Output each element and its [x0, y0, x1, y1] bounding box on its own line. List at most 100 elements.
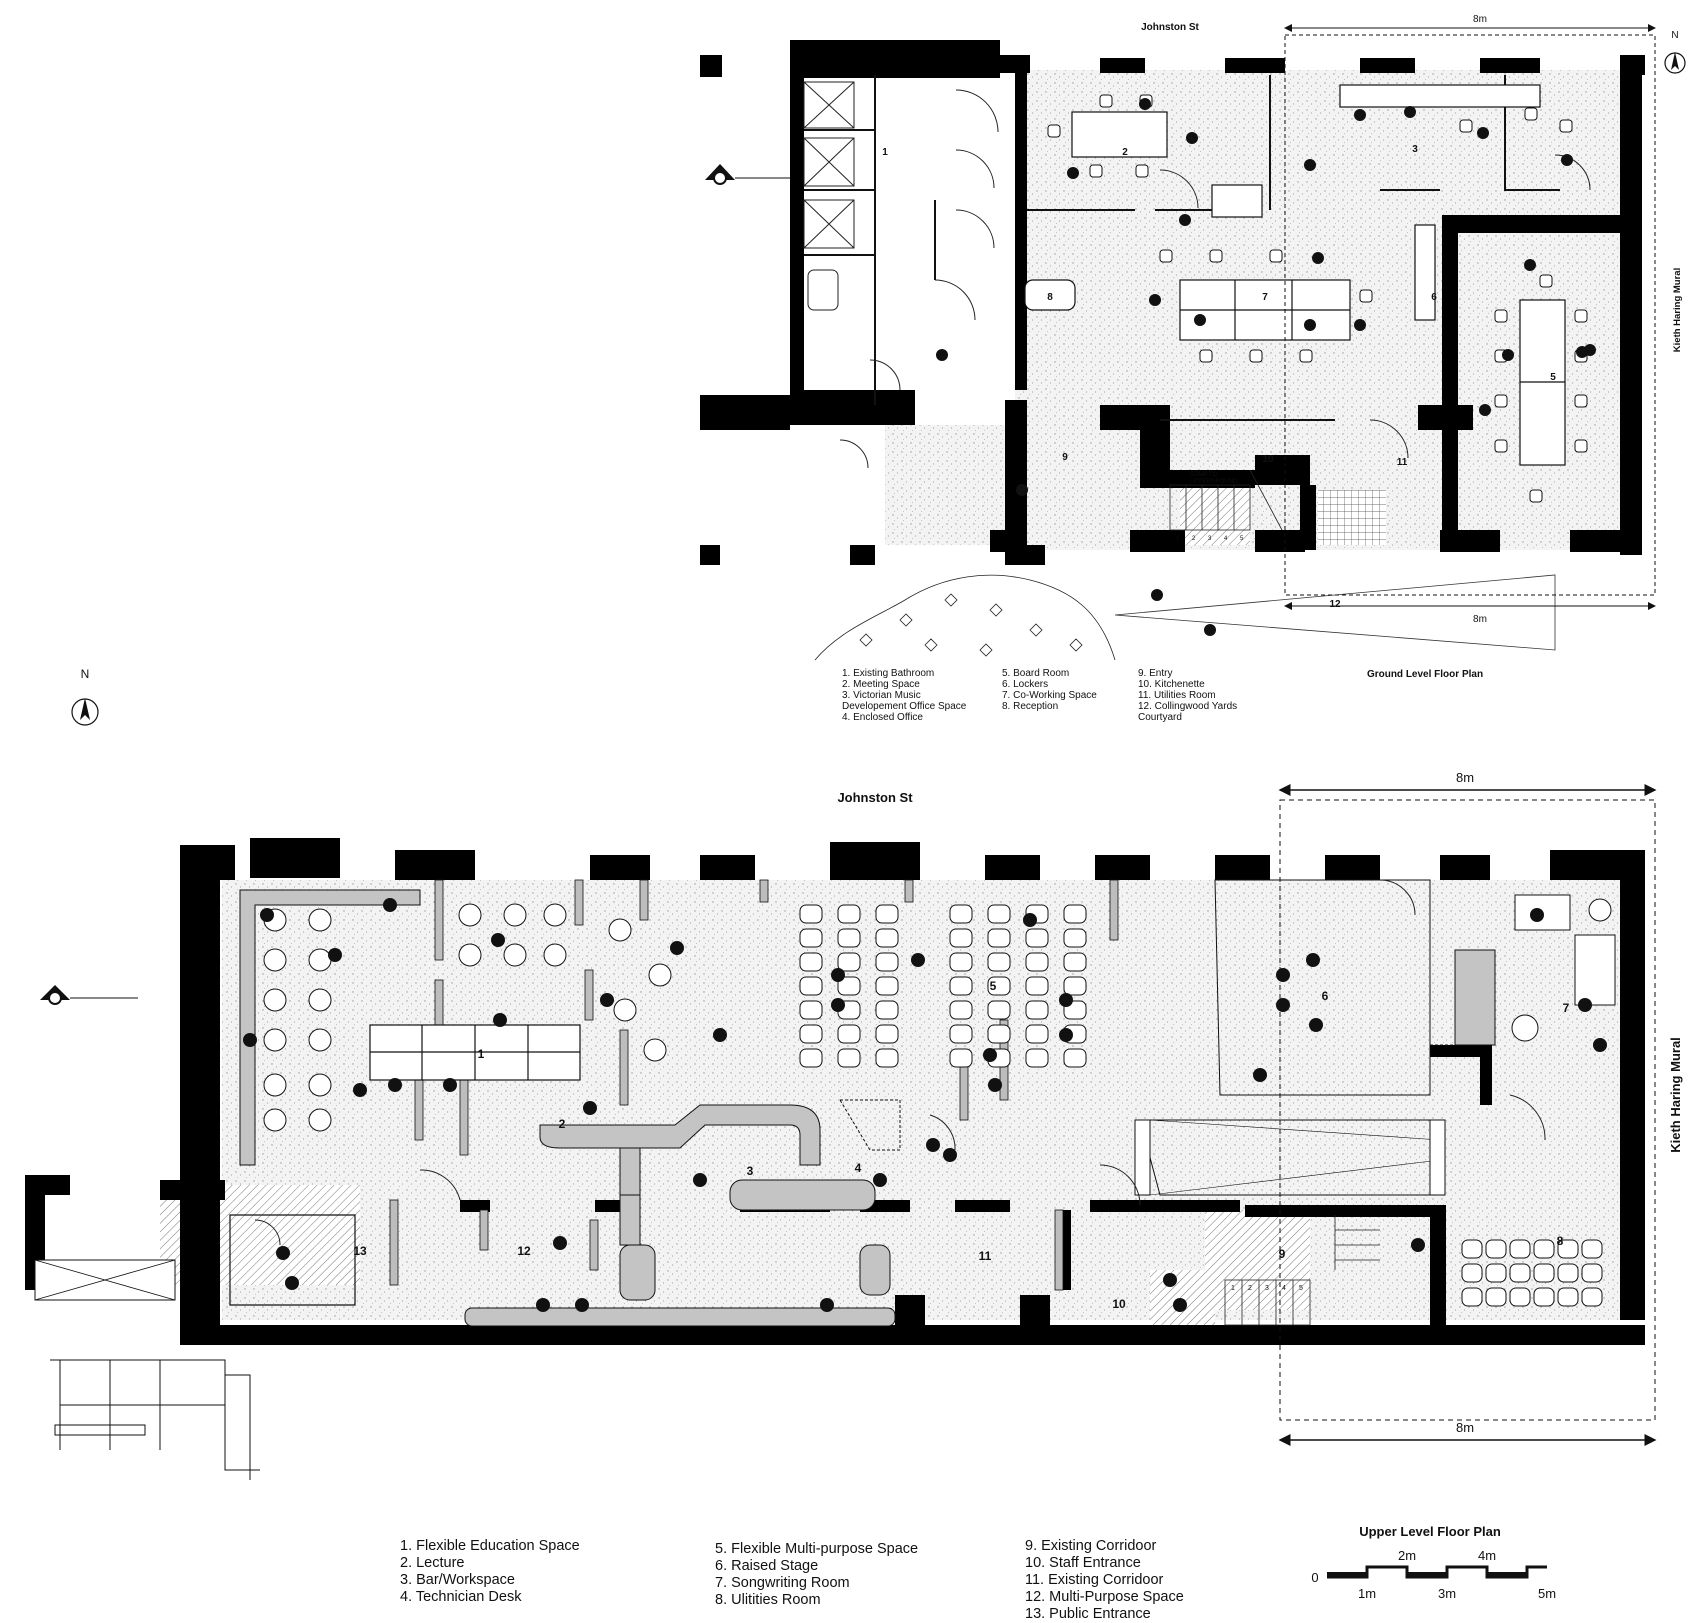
upper-room-number: 3: [747, 1164, 754, 1178]
ground-legend-col2: 5. Board Room 6. Lockers 7. Co-Working S…: [1002, 668, 1097, 712]
seat: [949, 976, 973, 996]
seat: [799, 1000, 823, 1020]
seat: [799, 928, 823, 948]
scale-label-1m: 1m: [1358, 1586, 1376, 1601]
legend-item: 5. Board Room: [1002, 668, 1070, 679]
seat: [799, 952, 823, 972]
seat: [1581, 1287, 1603, 1307]
seat: [1025, 928, 1049, 948]
seat: [1025, 952, 1049, 972]
ground-north-label: N: [1671, 30, 1678, 41]
ground-stair-step: 3: [1208, 536, 1212, 542]
legend-item: 12. Collingwood Yards: [1138, 701, 1238, 712]
legend-item: 10. Staff Entrance: [1025, 1555, 1141, 1571]
seat: [1025, 1048, 1049, 1068]
upper-dimension-top: 8m: [1456, 770, 1474, 785]
seat: [1533, 1287, 1555, 1307]
seat: [1025, 1024, 1049, 1044]
ground-room-number: 7: [1262, 292, 1268, 303]
seat: [837, 976, 861, 996]
upper-street-label: Johnston St: [837, 790, 913, 805]
seat: [1581, 1263, 1603, 1283]
ground-stair-step: 5: [1240, 536, 1244, 542]
scale-label-2m: 2m: [1398, 1548, 1416, 1563]
seat: [1533, 1239, 1555, 1259]
seat: [1485, 1287, 1507, 1307]
seat: [1063, 952, 1087, 972]
ground-room-number: 10: [1262, 454, 1274, 465]
seat: [875, 1000, 899, 1020]
upper-room-number: 12: [517, 1244, 531, 1258]
legend-item: 3. Victorian Music: [842, 690, 921, 701]
seat: [875, 1024, 899, 1044]
legend-item: 1. Existing Bathroom: [842, 668, 935, 679]
upper-dimension-bottom: 8m: [1456, 1420, 1474, 1435]
seat: [1509, 1287, 1531, 1307]
seat: [837, 904, 861, 924]
seat: [1025, 1000, 1049, 1020]
upper-room-number: 11: [979, 1249, 992, 1263]
seat: [1509, 1263, 1531, 1283]
seat: [875, 1048, 899, 1068]
ground-stair-label-1: STAIR TO: [1190, 472, 1217, 478]
legend-item: 6. Lockers: [1002, 679, 1049, 690]
legend-item: 1. Flexible Education Space: [400, 1538, 580, 1554]
ground-room-number: 2: [1122, 147, 1128, 158]
seat: [799, 976, 823, 996]
seat: [1581, 1239, 1603, 1259]
ground-room-number: 11: [1397, 457, 1408, 468]
ground-stair-label-2: UPPERGROUND: [1190, 479, 1238, 485]
legend-item: Courtyard: [1138, 712, 1182, 723]
ground-dimension-bottom: 8m: [1473, 614, 1487, 625]
upper-stair-step: 5: [1299, 1285, 1303, 1292]
seat: [987, 1000, 1011, 1020]
upper-room-number: 4: [855, 1161, 862, 1175]
upper-room-number: 6: [1322, 989, 1329, 1003]
ground-mural-label: Kieth Haring Mural: [1672, 268, 1683, 352]
legend-item: 12. Multi-Purpose Space: [1025, 1589, 1184, 1605]
upper-legend-col2: 5. Flexible Multi-purpose Space 6. Raise…: [715, 1541, 918, 1609]
seat: [949, 904, 973, 924]
seat: [1063, 928, 1087, 948]
ground-room-number: 3: [1412, 144, 1418, 155]
legend-item: 8. Reception: [1002, 701, 1059, 712]
scale-label-3m: 3m: [1438, 1586, 1456, 1601]
legend-item: Developement Office Space: [842, 701, 967, 712]
seat: [1509, 1239, 1531, 1259]
seat: [1461, 1287, 1483, 1307]
upper-stair-step: 1: [1231, 1285, 1235, 1292]
scale-label-5m: 5m: [1538, 1586, 1556, 1601]
legend-item: 11. Utilities Room: [1138, 690, 1216, 701]
ground-legend-col3: 9. Entry 10. Kitchenette 11. Utilities R…: [1138, 668, 1237, 723]
seat: [949, 1024, 973, 1044]
scale-bar: [1327, 1565, 1547, 1579]
upper-level-plan: Johnston St 8m 8m N Kieth Haring Mural U…: [25, 667, 1683, 1601]
ground-room-number: 5: [1550, 372, 1556, 383]
ground-dimension-top: 8m: [1473, 14, 1487, 25]
legend-item: 11. Existing Corridoor: [1025, 1572, 1164, 1588]
seat: [1063, 976, 1087, 996]
upper-room-number: 2: [559, 1117, 566, 1131]
upper-legend-col3: 9. Existing Corridoor 10. Staff Entrance…: [1025, 1538, 1184, 1623]
legend-item: 2. Lecture: [400, 1555, 465, 1571]
upper-room-number: 7: [1563, 1001, 1570, 1015]
seat: [1485, 1263, 1507, 1283]
seat: [875, 952, 899, 972]
seat: [987, 952, 1011, 972]
legend-item: 7. Co-Working Space: [1002, 690, 1097, 701]
seat: [987, 1024, 1011, 1044]
upper-mural-label: Kieth Haring Mural: [1668, 1037, 1683, 1153]
ground-plan-title: Ground Level Floor Plan: [1367, 669, 1483, 680]
seat: [987, 904, 1011, 924]
upper-room-number: 10: [1112, 1297, 1126, 1311]
seat: [799, 904, 823, 924]
seat: [837, 1048, 861, 1068]
legend-item: 2. Meeting Space: [842, 679, 920, 690]
seat: [1557, 1287, 1579, 1307]
seat: [1025, 976, 1049, 996]
ground-level-plan: Johnston St 8m 8m N Kieth Haring Mural G…: [700, 14, 1686, 680]
upper-legend-col1: 1. Flexible Education Space 2. Lecture 3…: [400, 1538, 580, 1606]
seat: [1557, 1263, 1579, 1283]
legend-item: 4. Technician Desk: [400, 1589, 522, 1605]
legend-item: 5. Flexible Multi-purpose Space: [715, 1541, 919, 1557]
